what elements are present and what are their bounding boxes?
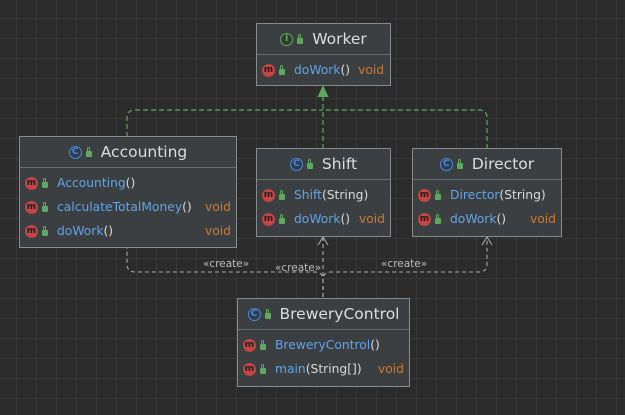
director-implements-worker xyxy=(323,109,488,149)
class-header: C Accounting xyxy=(20,137,236,168)
accounting-implements-worker xyxy=(126,109,323,137)
accounting-class-node[interactable]: C Accounting m Accounting () m calculate… xyxy=(19,136,237,248)
method-args: () xyxy=(103,224,114,238)
class-name: BreweryControl xyxy=(279,305,400,323)
return-type: void xyxy=(377,362,404,376)
brewery-control-class-node[interactable]: C BreweryControl m BreweryControl () m m… xyxy=(237,298,410,387)
create-label-accounting: «create» xyxy=(203,258,250,270)
class-name: Director xyxy=(471,155,535,173)
method-icon: m xyxy=(262,188,275,202)
method-icon: m xyxy=(243,362,256,376)
method-row[interactable]: m Director (String) xyxy=(413,183,561,207)
create-accounting-edge xyxy=(126,237,324,297)
method-name: Shift xyxy=(294,188,322,202)
class-header: C Director xyxy=(413,149,561,180)
method-args: () xyxy=(182,200,192,214)
method-icon: m xyxy=(418,212,431,226)
public-lock-icon xyxy=(264,309,271,319)
return-type: void xyxy=(529,212,556,226)
method-name: BreweryControl xyxy=(275,338,371,352)
class-name: Shift xyxy=(321,155,358,173)
method-args: () xyxy=(370,338,380,352)
method-icon: m xyxy=(243,338,256,352)
method-args: (String) xyxy=(499,188,546,202)
director-class-node[interactable]: C Director m Director (String) m doWork … xyxy=(412,148,562,237)
public-lock-icon xyxy=(260,364,266,374)
class-kind-icon: C xyxy=(289,157,303,171)
method-row[interactable]: m calculateTotalMoney () void xyxy=(20,195,236,219)
interface-kind-icon: I xyxy=(280,32,294,46)
public-lock-icon xyxy=(85,147,92,157)
class-name: Worker xyxy=(312,30,367,48)
method-row[interactable]: m doWork () void xyxy=(257,58,390,82)
method-row[interactable]: m doWork () void xyxy=(413,207,561,231)
method-row[interactable]: m doWork () void xyxy=(257,207,390,231)
shift-class-node[interactable]: C Shift m Shift (String) m doWork () voi… xyxy=(256,148,391,237)
class-header: C BreweryControl xyxy=(238,299,409,330)
method-args: () xyxy=(496,212,507,226)
class-kind-icon: C xyxy=(247,307,261,321)
method-icon: m xyxy=(25,200,38,214)
method-name: doWork xyxy=(450,212,497,226)
create-label-shift: «create» xyxy=(275,262,322,274)
public-lock-icon xyxy=(279,190,285,200)
method-args: (String) xyxy=(321,188,369,202)
method-icon: m xyxy=(25,176,38,190)
method-name: doWork xyxy=(57,224,104,238)
public-lock-icon xyxy=(456,159,463,169)
public-lock-icon xyxy=(306,159,313,169)
method-row[interactable]: m Accounting () xyxy=(20,171,236,195)
method-icon: m xyxy=(262,63,275,77)
public-lock-icon xyxy=(42,202,48,212)
worker-class-node[interactable]: I Worker m doWork () void xyxy=(256,23,391,86)
return-type: void xyxy=(204,200,231,214)
public-lock-icon xyxy=(297,34,304,44)
method-name: Accounting xyxy=(57,176,126,190)
public-lock-icon xyxy=(42,178,48,188)
method-args: (String[]) xyxy=(305,362,362,376)
method-args: () xyxy=(340,212,351,226)
dependency-edges xyxy=(126,237,488,297)
realization-edges xyxy=(126,88,488,149)
public-lock-icon xyxy=(435,214,441,224)
realization-arrowhead xyxy=(317,85,329,97)
public-lock-icon xyxy=(279,65,285,75)
public-lock-icon xyxy=(435,190,441,200)
return-type: void xyxy=(358,212,385,226)
method-name: doWork xyxy=(294,212,341,226)
class-header: I Worker xyxy=(257,24,390,55)
return-type: void xyxy=(204,224,231,238)
method-icon: m xyxy=(25,224,38,238)
class-kind-icon: C xyxy=(439,157,453,171)
method-args: () xyxy=(340,63,351,77)
method-row[interactable]: m doWork () void xyxy=(20,219,236,243)
public-lock-icon xyxy=(260,340,266,350)
method-icon: m xyxy=(418,188,431,202)
public-lock-icon xyxy=(279,214,285,224)
method-args: () xyxy=(125,176,136,190)
method-icon: m xyxy=(262,212,275,226)
class-name: Accounting xyxy=(100,143,188,161)
method-row[interactable]: m main (String[]) void xyxy=(238,357,409,381)
method-name: Director xyxy=(450,188,500,202)
class-header: C Shift xyxy=(257,149,390,180)
method-name: calculateTotalMoney xyxy=(57,200,183,214)
class-kind-icon: C xyxy=(68,145,82,159)
method-row[interactable]: m Shift (String) xyxy=(257,183,390,207)
public-lock-icon xyxy=(42,226,48,236)
method-row[interactable]: m BreweryControl () xyxy=(238,333,409,357)
method-name: main xyxy=(275,362,306,376)
method-name: doWork xyxy=(294,63,341,77)
create-label-director: «create» xyxy=(381,258,428,270)
return-type: void xyxy=(358,63,385,77)
